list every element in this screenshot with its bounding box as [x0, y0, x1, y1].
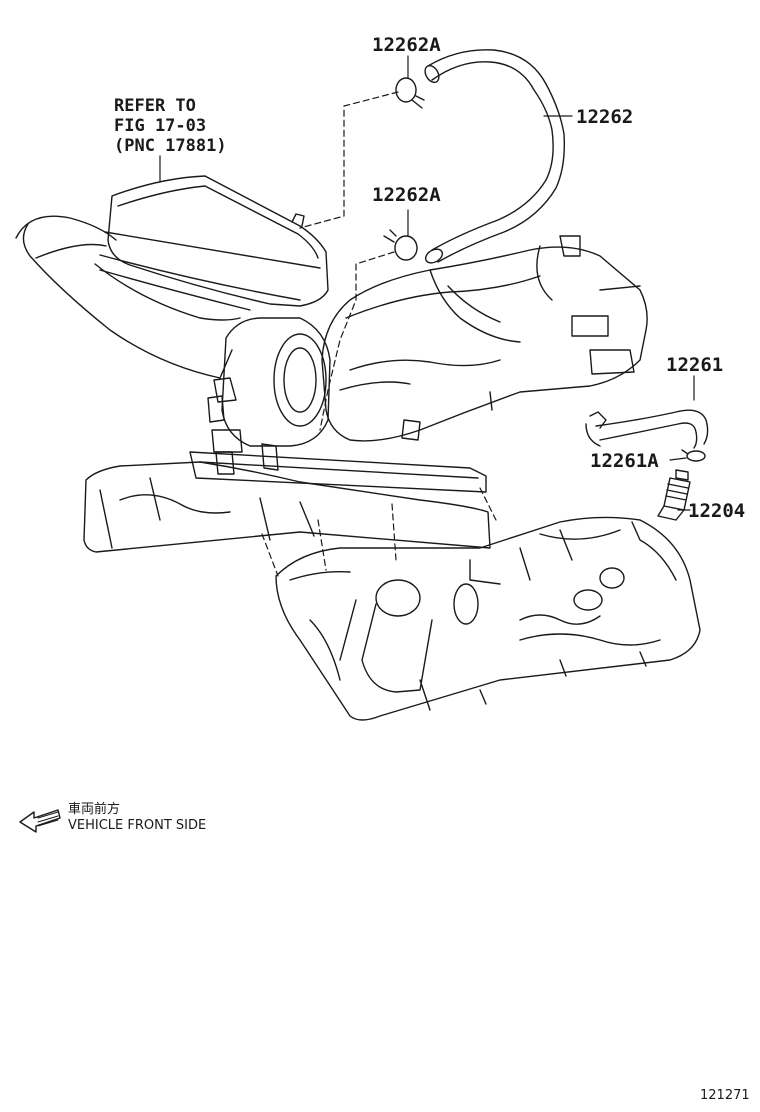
callout-12204: 12204: [688, 500, 746, 522]
direction-label-english: VEHICLE FRONT SIDE: [68, 818, 207, 833]
reference-line-1: REFER TO: [114, 96, 196, 116]
dashed-reference-lines: [262, 92, 496, 576]
left-head-cover: [84, 462, 490, 552]
pcv-clip-12261a: [682, 450, 705, 461]
pcv-hose-12261: [586, 410, 708, 448]
air-cleaner-case: [100, 176, 328, 306]
leader-lines: [160, 56, 694, 510]
pcv-valve-12204: [658, 470, 690, 520]
vehicle-front-arrow-icon: [20, 810, 60, 832]
callout-12261a: 12261A: [590, 450, 659, 472]
reference-note: REFER TO FIG 17-03 (PNC 17881): [114, 96, 227, 156]
hose-12262: [422, 50, 564, 266]
callout-12262a-upper: 12262A: [372, 34, 441, 56]
right-head-cover: [276, 517, 700, 720]
air-intake-duct: [16, 216, 250, 378]
hose-clip-upper: [396, 78, 424, 108]
hose-clip-lower: [384, 230, 417, 260]
callout-12262: 12262: [576, 106, 634, 128]
manifold-flange: [190, 444, 486, 492]
callout-12262a-lower: 12262A: [372, 184, 441, 206]
reference-line-2: FIG 17-03: [114, 116, 207, 136]
callout-12261: 12261: [666, 354, 724, 376]
intake-manifold: [322, 236, 647, 441]
throttle-body: [208, 318, 330, 452]
direction-label-japanese: 車両前方: [68, 802, 121, 817]
figure-number: 121271: [700, 1088, 750, 1103]
reference-line-3: (PNC 17881): [114, 136, 227, 156]
